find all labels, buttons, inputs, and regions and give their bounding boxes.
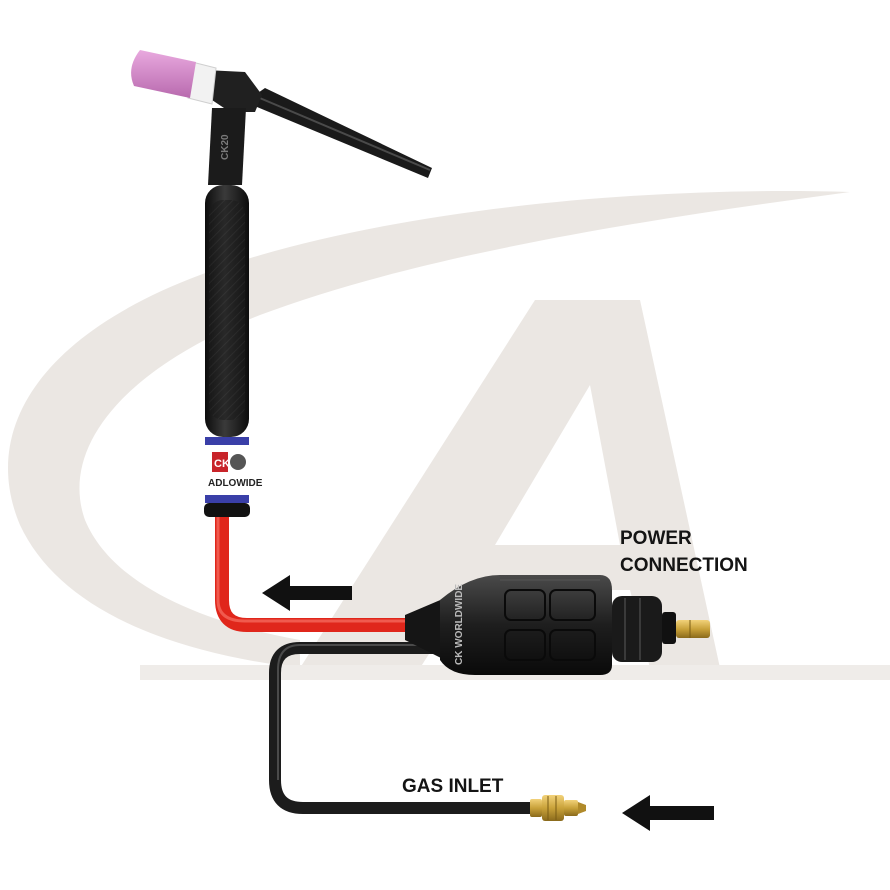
power-connection-label-line2: CONNECTION	[620, 555, 748, 576]
torch-icon: CK20 CK ADLOWIDE	[131, 50, 432, 517]
gas-arrow	[622, 795, 714, 831]
watermark-letter-a	[300, 300, 720, 668]
power-cable-highlight	[216, 510, 450, 623]
connector-icon: CK WORLDWIDE	[405, 575, 710, 675]
arrow-left-icon	[262, 575, 714, 831]
handle-band-text: ADLOWIDE	[208, 478, 263, 489]
power-arrow	[262, 575, 352, 611]
gas-inlet-label: GAS INLET	[402, 776, 504, 797]
ck-logo: CK	[214, 458, 230, 470]
neck-text: CK20	[220, 134, 231, 160]
gas-hose	[269, 642, 546, 814]
power-connection-label-line1: POWER	[620, 528, 692, 549]
connector-brand: CK WORLDWIDE	[454, 584, 465, 665]
gas-hose-highlight	[277, 644, 440, 780]
brass-fitting-icon	[530, 795, 586, 821]
